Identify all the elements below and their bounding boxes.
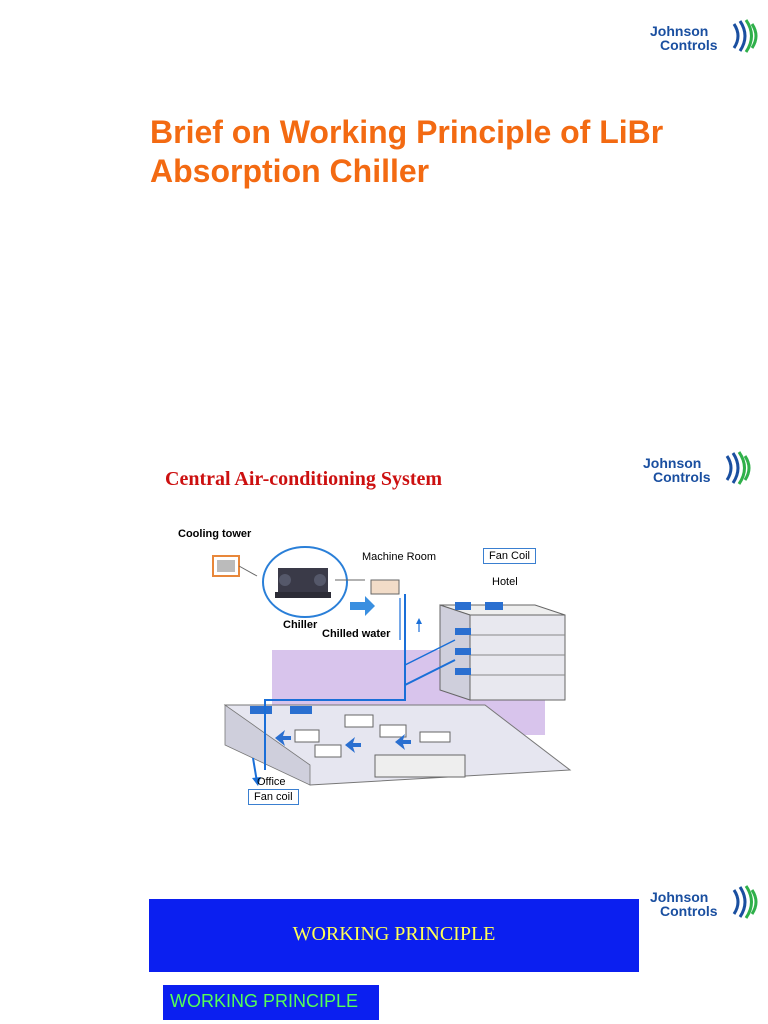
chilled-water-label: Chilled water xyxy=(322,628,391,640)
slide-title: Brief on Working Principle of LiBr Absor… xyxy=(150,114,664,189)
cooling-tower-label: Cooling tower xyxy=(178,528,252,540)
logo-line-2: Controls xyxy=(660,903,718,919)
logo-line-1: Johnson xyxy=(650,889,709,905)
logo-mark-icon xyxy=(732,885,758,919)
subheading-text: WORKING PRINCIPLE xyxy=(170,991,359,1011)
banner-text: WORKING PRINCIPLE xyxy=(292,923,496,945)
logo-mark-icon xyxy=(725,451,751,485)
diagram-title: Central Air-conditioning System xyxy=(165,468,443,490)
machine-room-label: Machine Room xyxy=(362,551,436,563)
hvac-diagram: Cooling tower Machine Room Fan Coil Hote… xyxy=(178,520,585,820)
hotel-label: Hotel xyxy=(492,576,518,588)
logo-line-1: Johnson xyxy=(643,455,702,471)
hvac-illustration xyxy=(212,546,572,786)
fan-coil-label-top: Fan Coil xyxy=(483,548,536,564)
working-principle-banner: WORKING PRINCIPLE xyxy=(149,899,639,972)
logo-line-1: Johnson xyxy=(650,23,709,39)
chiller-label: Chiller xyxy=(283,619,318,631)
logo-text: Johnson Controls xyxy=(650,24,718,52)
johnson-controls-logo: Johnson Controls xyxy=(650,18,760,62)
johnson-controls-logo: Johnson Controls xyxy=(643,450,753,494)
logo-line-2: Controls xyxy=(660,37,718,53)
logo-line-2: Controls xyxy=(653,469,711,485)
office-label: Office xyxy=(257,776,286,788)
johnson-controls-logo: Johnson Controls xyxy=(650,884,760,928)
logo-mark-icon xyxy=(732,19,758,53)
working-principle-heading: WORKING PRINCIPLE xyxy=(163,985,379,1020)
fan-coil-label-bottom: Fan coil xyxy=(248,789,299,805)
